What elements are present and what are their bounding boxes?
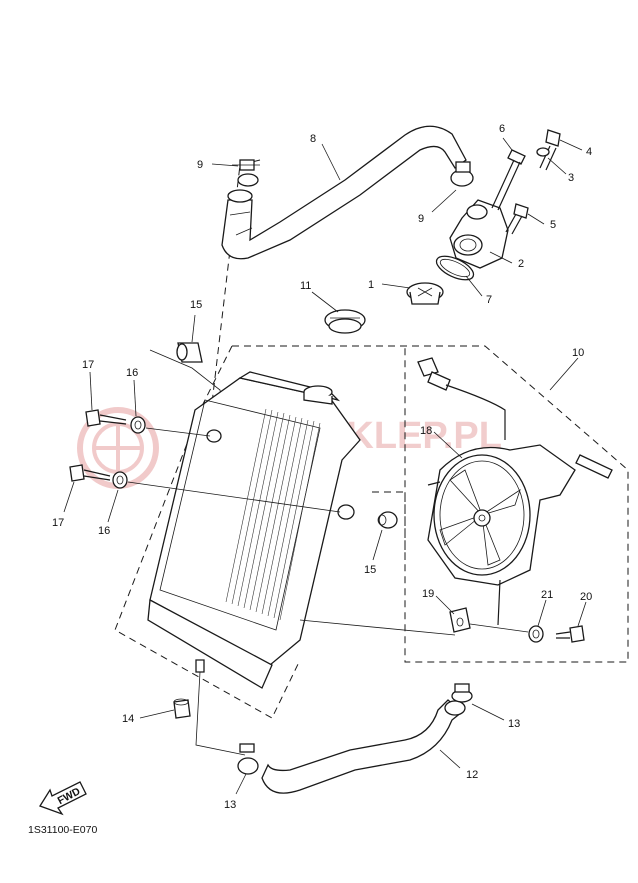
callout-14: 14 xyxy=(122,713,134,725)
bolt-5-part xyxy=(505,203,529,235)
hose-clamp-upper-right xyxy=(450,161,474,187)
collar-16-upper-part xyxy=(130,416,146,434)
hose-clamp-upper-left xyxy=(232,159,260,187)
radiator-core-fins xyxy=(225,408,321,621)
radiator-cap-part xyxy=(324,309,366,334)
drain-cap-14-part xyxy=(173,698,191,719)
callout-2: 2 xyxy=(518,258,524,270)
bracket-19-part xyxy=(449,607,471,633)
callout-13-right: 13 xyxy=(508,718,520,730)
callout-19: 19 xyxy=(422,588,434,600)
radiator-part xyxy=(147,371,361,689)
collar-21-part xyxy=(528,625,544,643)
bolt-6-part xyxy=(491,149,526,211)
callout-5: 5 xyxy=(550,219,556,231)
mount-guide-lines xyxy=(127,427,341,513)
callout-labels: 1 2 3 4 5 6 7 8 9 9 10 11 12 13 13 14 15… xyxy=(52,123,592,811)
callout-16-lower: 16 xyxy=(98,525,110,537)
bolt-4-part xyxy=(539,129,561,171)
callout-21: 21 xyxy=(541,589,553,601)
bolt-20-part xyxy=(555,625,585,643)
callout-1: 1 xyxy=(368,279,374,291)
callout-15-left: 15 xyxy=(190,299,202,311)
thermostat-1-part xyxy=(406,282,444,305)
o-ring-7-part xyxy=(435,255,475,281)
grommet-15-right-part xyxy=(377,511,398,529)
bolt-17-lower-part xyxy=(69,464,111,482)
collar-16-lower-part xyxy=(112,471,128,489)
drain-guide-line xyxy=(195,671,246,756)
leader-lines xyxy=(63,137,587,795)
callout-20: 20 xyxy=(580,591,592,603)
callout-8: 8 xyxy=(310,133,316,145)
callout-4: 4 xyxy=(586,146,592,158)
callout-9-upper-right: 9 xyxy=(418,213,424,225)
callout-15-right: 15 xyxy=(364,564,376,576)
hose-clamp-lower-left xyxy=(237,743,259,775)
fwd-arrow-icon: FWD xyxy=(39,781,87,816)
fan-mount-guide-lines xyxy=(299,619,529,636)
bolt-17-upper-part xyxy=(85,409,127,427)
callout-3: 3 xyxy=(568,172,574,184)
lower-hose-part xyxy=(261,699,466,794)
diagram-code: 1S31100-E070 xyxy=(28,824,97,836)
callout-17-upper: 17 xyxy=(82,359,94,371)
callout-11: 11 xyxy=(300,280,311,292)
thermostat-housing-part xyxy=(449,199,509,269)
callout-10: 10 xyxy=(572,347,584,359)
fan-motor-part xyxy=(427,444,613,626)
grommet-15-left-part xyxy=(176,342,203,363)
callout-18: 18 xyxy=(420,425,432,437)
callout-9-upper-left: 9 xyxy=(197,159,203,171)
washer-3-part xyxy=(536,147,550,157)
callout-7: 7 xyxy=(486,294,492,306)
callout-6: 6 xyxy=(499,123,505,135)
fan-wiring-connector xyxy=(417,357,506,440)
callout-13-left: 13 xyxy=(224,799,236,811)
callout-16-upper: 16 xyxy=(126,367,138,379)
callout-17-lower: 17 xyxy=(52,517,64,529)
upper-hose-part xyxy=(221,125,467,260)
callout-12: 12 xyxy=(466,769,478,781)
hose-clamp-lower-right xyxy=(451,683,473,703)
